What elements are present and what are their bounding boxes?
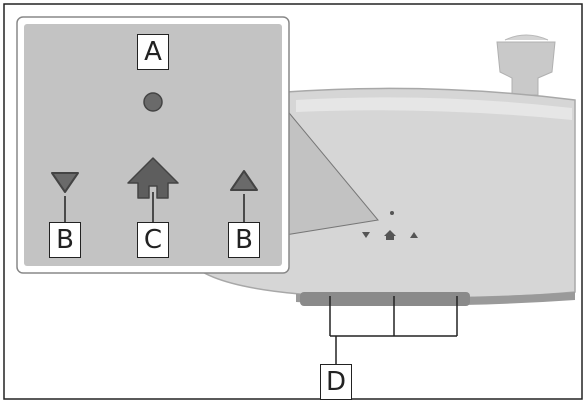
mirror-indicator-dot bbox=[390, 211, 394, 215]
inset-background bbox=[24, 24, 282, 266]
label-b-left: B bbox=[49, 222, 81, 258]
inset-leader-lines bbox=[64, 192, 245, 222]
indicator-light-icon bbox=[143, 92, 163, 112]
mirror-indicators bbox=[362, 211, 418, 240]
home-icon bbox=[127, 157, 179, 199]
label-c: C bbox=[137, 222, 169, 258]
triangle-down-icon bbox=[51, 172, 79, 193]
label-a: A bbox=[137, 34, 169, 70]
d-leader-lines bbox=[329, 296, 458, 364]
label-b-right: B bbox=[228, 222, 260, 258]
mirror-mount bbox=[496, 34, 556, 96]
mirror-indicator-up bbox=[410, 232, 418, 238]
mirror-bottom-button-row bbox=[300, 292, 470, 306]
mirror-indicator-home bbox=[384, 230, 396, 240]
triangle-up-icon bbox=[230, 170, 258, 191]
mirror-indicator-down bbox=[362, 232, 370, 238]
outer-frame bbox=[3, 3, 583, 400]
zoom-inset bbox=[16, 16, 290, 274]
label-d: D bbox=[320, 364, 352, 400]
